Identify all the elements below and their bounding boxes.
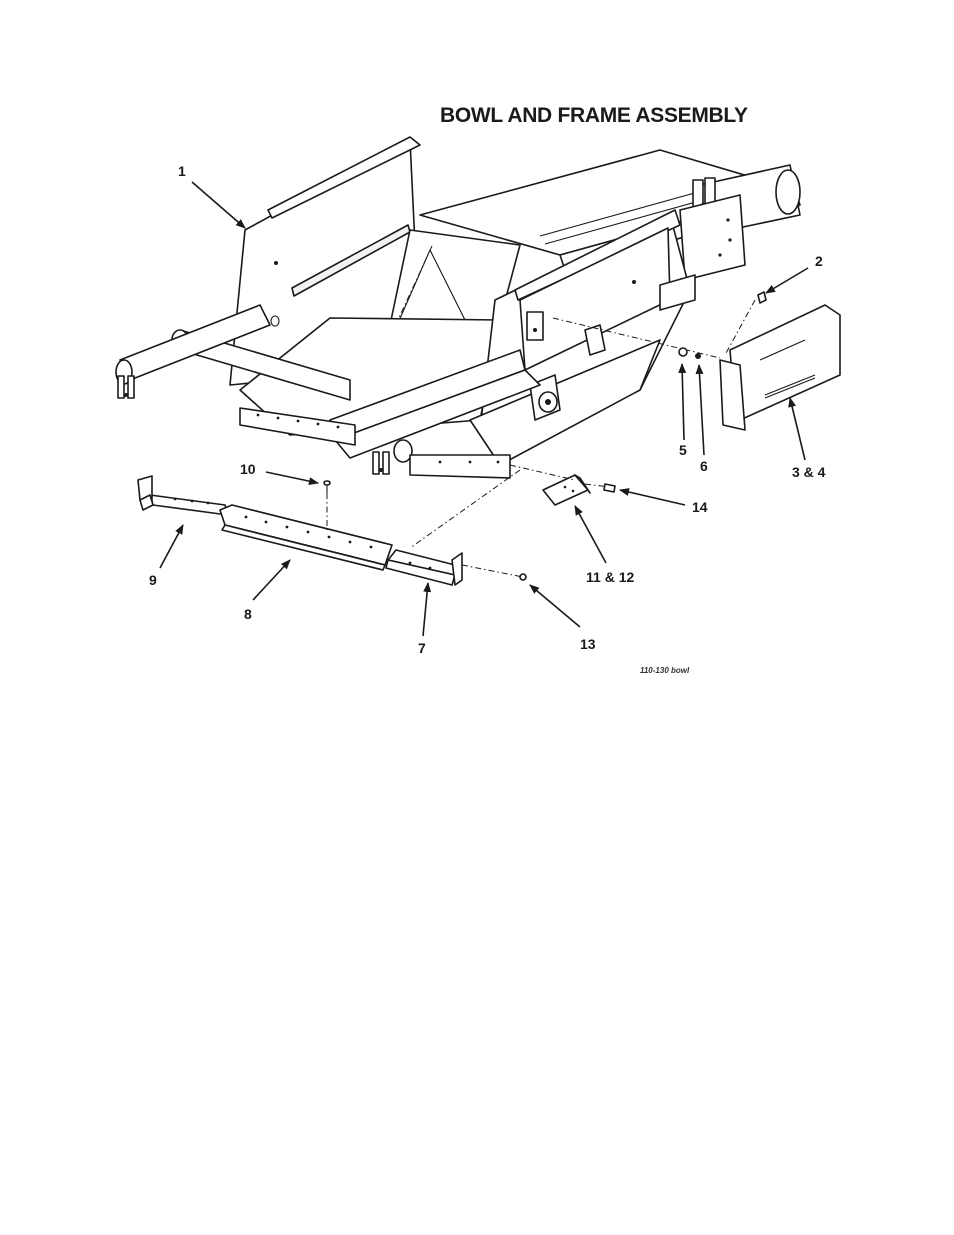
leader-5	[678, 363, 687, 441]
assembly-hidden-lines	[409, 464, 616, 581]
clip-part-11-12	[542, 474, 591, 506]
cutting-edge-part-8	[219, 504, 393, 571]
leader-1	[191, 181, 246, 229]
edge-part-9	[137, 475, 229, 516]
front-frame	[115, 304, 541, 479]
callout-3-4: 3 & 4	[792, 464, 826, 480]
callout-9: 9	[149, 572, 157, 588]
shield-part-3-4	[719, 304, 841, 431]
bolt-part-10	[323, 480, 331, 530]
callout-14: 14	[692, 499, 708, 515]
callout-10: 10	[240, 461, 256, 477]
leader-2	[765, 267, 809, 294]
callout-13: 13	[580, 636, 596, 652]
callout-2: 2	[815, 253, 823, 269]
hardware-parts-5-6	[552, 291, 767, 359]
leader-11-12	[574, 505, 607, 564]
leader-7	[422, 582, 432, 637]
leader-8	[252, 559, 291, 601]
callout-7: 7	[418, 640, 426, 656]
leader-10	[265, 471, 319, 486]
leader-9	[159, 524, 184, 569]
leader-6	[695, 364, 705, 456]
callout-labels: 1 2 3 & 4 5 6 7 8 9 10 11 & 12 13 14	[149, 163, 826, 656]
leader-14	[619, 488, 686, 506]
diagram-title: BOWL AND FRAME ASSEMBLY	[440, 104, 748, 127]
callout-8: 8	[244, 606, 252, 622]
callout-1: 1	[178, 163, 186, 179]
leader-3-4	[788, 397, 806, 461]
bowl-part-1	[229, 136, 696, 466]
leader-13	[529, 584, 581, 628]
callout-leaders	[159, 181, 809, 637]
figure-caption: 110-130 bowl	[640, 666, 690, 675]
callout-5: 5	[679, 442, 687, 458]
edge-part-7	[385, 549, 463, 586]
callout-11-12: 11 & 12	[586, 569, 634, 585]
callout-6: 6	[700, 458, 708, 474]
